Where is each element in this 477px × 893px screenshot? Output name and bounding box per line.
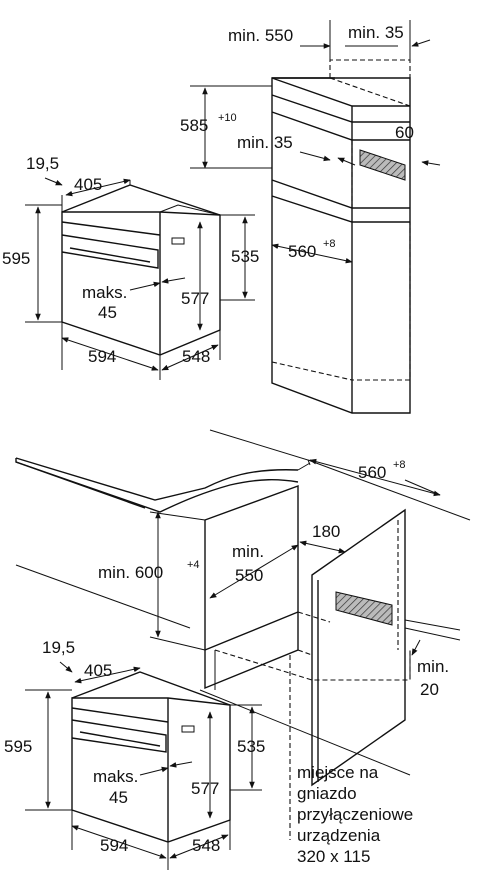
bottom-oven-height-side: 535 (237, 737, 265, 756)
top-side-gap: min. 35 (348, 23, 404, 42)
top-oven-max-line1: maks. (82, 283, 127, 302)
bottom-oven-depth-top-arrow (74, 666, 141, 684)
bottom-inner-width-tolerance: +8 (393, 459, 406, 471)
top-oven-height-side: 535 (231, 247, 259, 266)
bottom-gap-line1: min. (417, 657, 449, 676)
top-vent-arrow (421, 160, 441, 166)
top-oven-width: 594 (88, 347, 116, 366)
bottom-gap-line2: 20 (420, 680, 439, 699)
bottom-oven-height-front: 595 (4, 737, 32, 756)
top-oven-depth-top-arrow (65, 178, 131, 197)
top-oven-drawing (25, 180, 255, 380)
top-oven-height-front: 595 (2, 249, 30, 268)
bottom-oven-panel: 19,5 (42, 638, 75, 657)
top-cabinet-width: min. 550 (228, 26, 293, 45)
bottom-oven-depth: 548 (192, 836, 220, 855)
top-vent-hatch (359, 149, 406, 181)
top-height: 585 (180, 116, 208, 135)
bottom-oven-max-arrow-2 (169, 761, 193, 768)
socket-note-line1: miejsce na (297, 763, 379, 782)
socket-note-line2: gniazdo (297, 784, 357, 803)
top-back-gap: min. 35 (237, 133, 293, 152)
bottom-oven-max-line2: 45 (109, 788, 128, 807)
bottom-vent-depth-arrow (299, 540, 346, 554)
bottom-oven-max-arrow (139, 766, 169, 776)
bottom-depth-line1: min. (232, 542, 264, 561)
top-vent: 60 (395, 123, 414, 142)
top-back-gap-arrow-2 (337, 157, 356, 166)
bottom-vent-depth: 180 (312, 522, 340, 541)
top-oven-panel-arrow (44, 177, 63, 186)
top-back-gap-arrow (299, 151, 331, 162)
top-side-gap-arrow (411, 39, 431, 47)
bottom-height: min. 600 (98, 563, 163, 582)
top-oven-max-arrow (129, 281, 161, 291)
bottom-gap-arrow (411, 639, 421, 656)
bottom-oven-depth-arrow (169, 834, 229, 859)
top-inner-width: 560 (288, 242, 316, 261)
bottom-oven-max-line1: maks. (93, 767, 138, 786)
top-oven-panel: 19,5 (26, 154, 59, 173)
top-oven-width-arrow (61, 337, 159, 371)
top-oven-max-arrow-2 (161, 277, 186, 284)
top-oven-depth-top: 405 (74, 175, 102, 194)
socket-note-line3: przyłączeniowe (297, 805, 413, 824)
bottom-inner-width: 560 (358, 463, 386, 482)
top-oven-max-line2: 45 (98, 303, 117, 322)
top-height-tolerance: +10 (218, 112, 237, 124)
socket-area-hatch (335, 591, 393, 626)
bottom-oven-drawing (25, 671, 262, 870)
top-oven-depth-arrow (161, 344, 219, 371)
top-inner-width-arrow (271, 243, 353, 264)
bottom-height-tolerance: +4 (187, 559, 200, 571)
top-oven-inner-height: 577 (181, 289, 209, 308)
bottom-oven-inner-height: 577 (191, 779, 219, 798)
bottom-depth-arrow (209, 544, 299, 599)
bottom-oven-panel-arrow (59, 661, 73, 673)
bottom-oven-width-arrow (71, 825, 167, 859)
bottom-oven-width: 594 (100, 836, 128, 855)
top-inner-width-tolerance: +8 (323, 238, 336, 250)
bottom-inner-width-arrow (309, 458, 441, 497)
bottom-oven-depth-top: 405 (84, 661, 112, 680)
top-oven-depth: 548 (182, 347, 210, 366)
socket-note-line4: urządzenia (297, 826, 381, 845)
socket-note-line5: 320 x 115 (297, 847, 370, 866)
tall-cabinet-drawing (190, 20, 411, 414)
